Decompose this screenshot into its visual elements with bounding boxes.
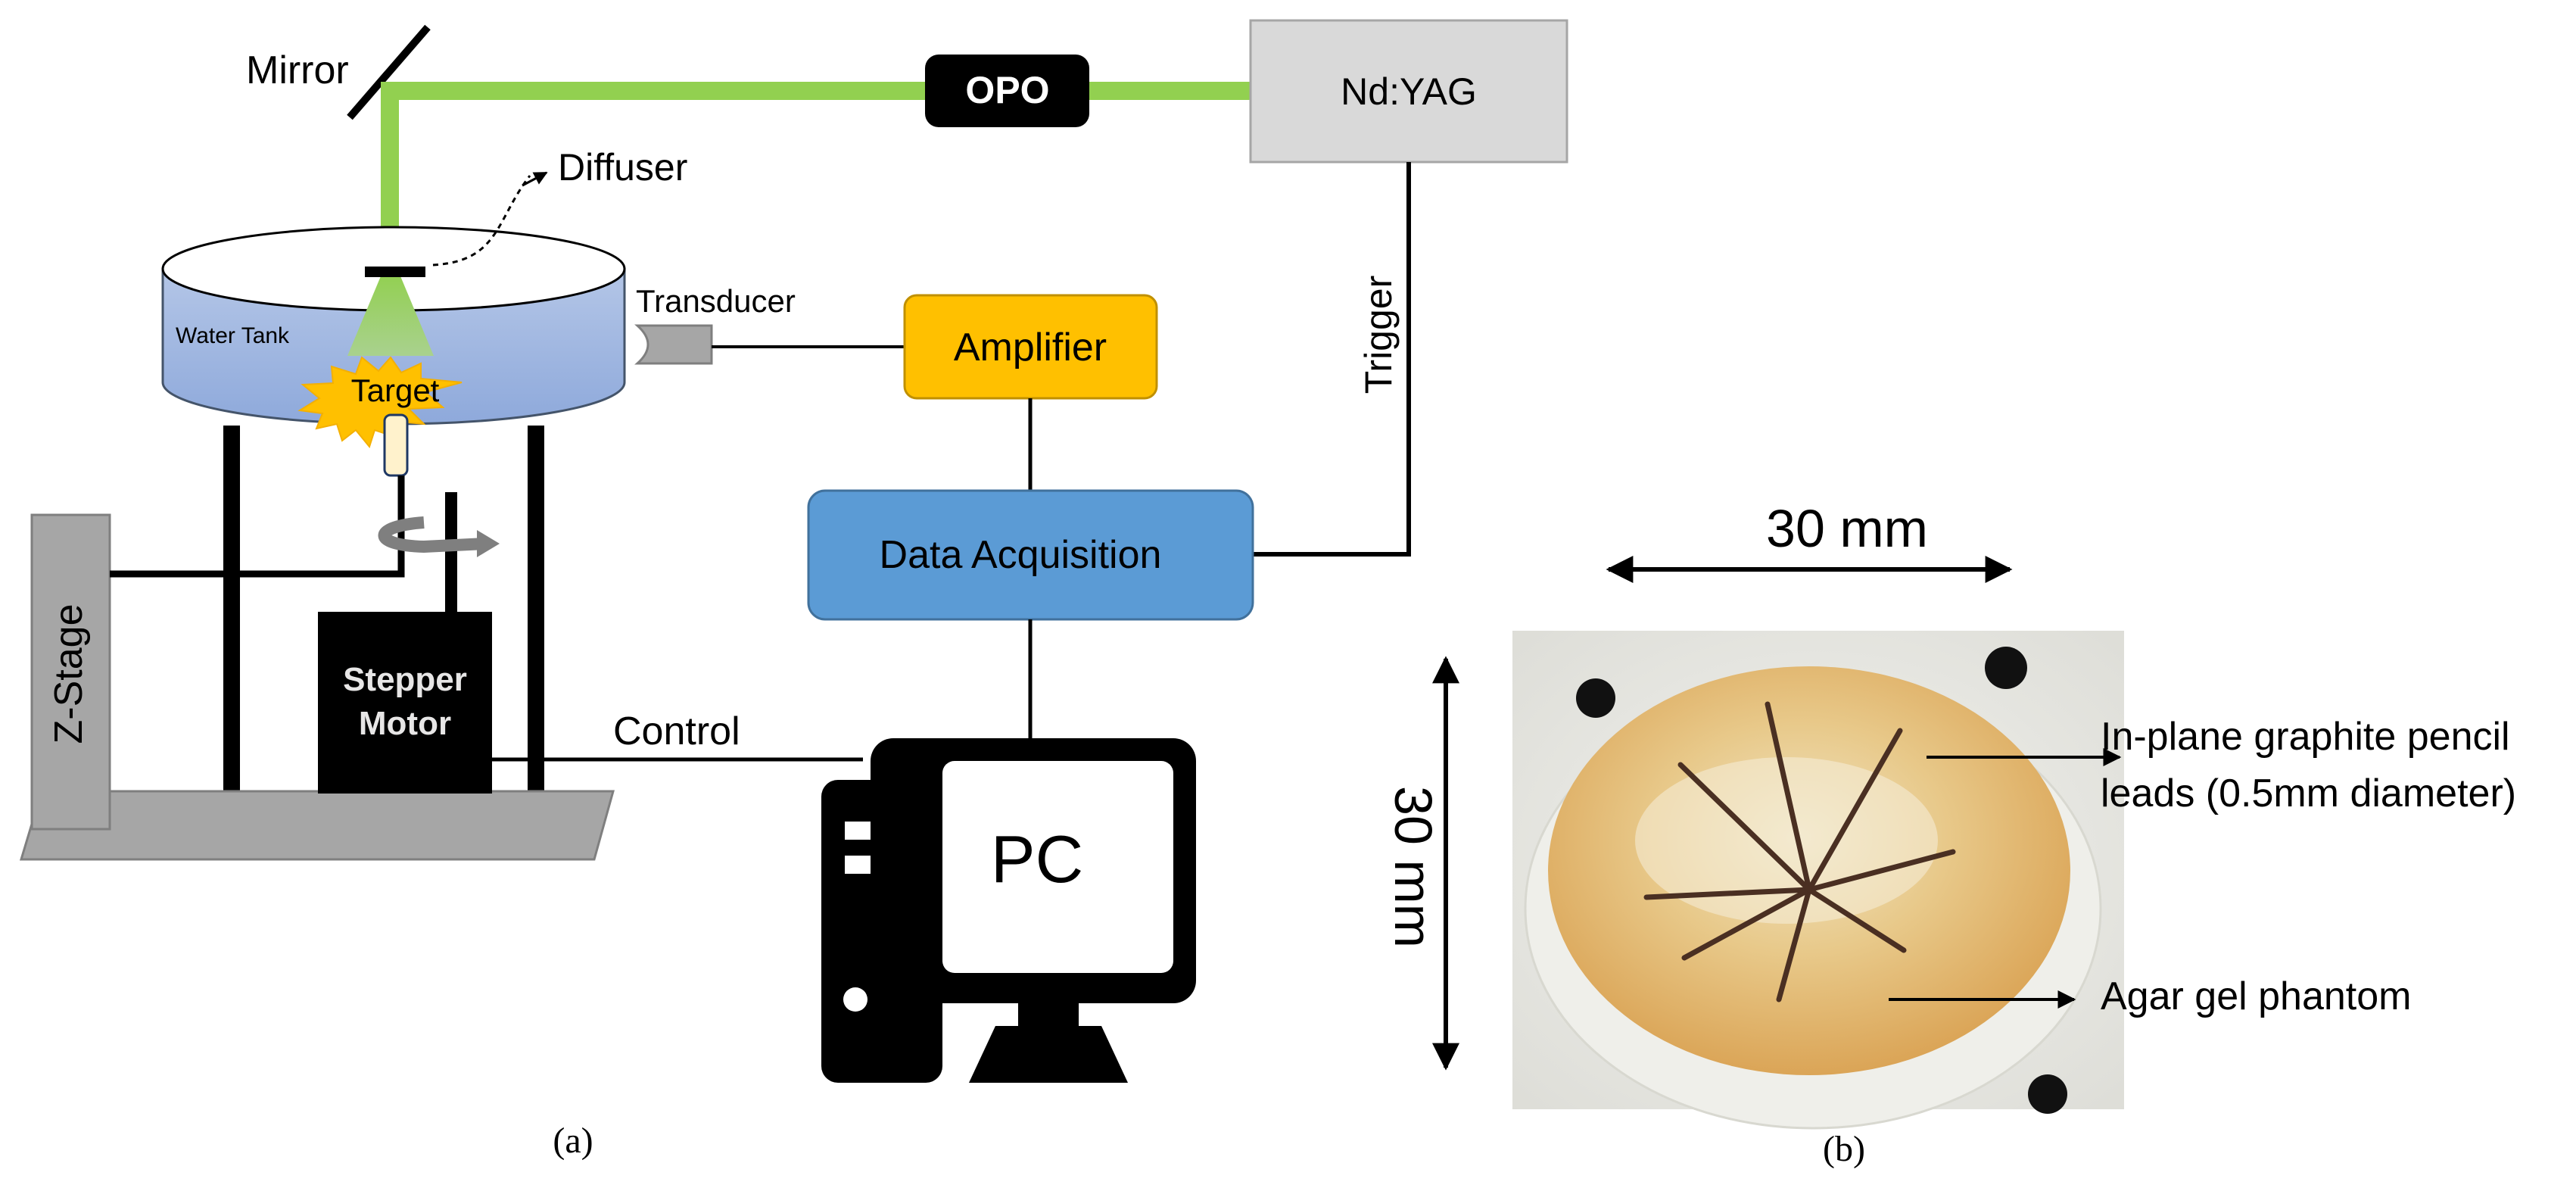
stepper-motor-label-line2: Motor [359, 705, 451, 742]
z-stage-arm [110, 476, 405, 578]
z-stage [30, 513, 111, 831]
z-stage-label: Z-Stage [47, 604, 91, 744]
graphite-lead-6 [1681, 887, 1812, 961]
mirror-element [347, 24, 431, 120]
motor-shaft [445, 492, 457, 612]
width-dimension-label: 30 mm [1766, 499, 1928, 558]
diffuser-pointer [432, 175, 531, 267]
control-label: Control [613, 709, 740, 753]
phantom-annotation-label: Agar gel phantom [2101, 974, 2412, 1018]
pc-label: PC [991, 822, 1083, 896]
marker-dot-1 [1576, 678, 1615, 718]
transducer-label: Transducer [636, 283, 796, 319]
opo-box [925, 55, 1089, 127]
trigger-label: Trigger [1357, 276, 1400, 394]
water-tank-label: Water Tank [176, 323, 290, 348]
ndyag-box [1249, 19, 1568, 164]
diffuser-label: Diffuser [558, 146, 687, 189]
marker-dot-2 [1985, 647, 2027, 689]
target-star [297, 356, 463, 449]
pc-icon: PC [821, 738, 1196, 1083]
mirror-label: Mirror [246, 48, 349, 92]
graphite-lead-2 [1806, 728, 1903, 893]
data-acquisition-label: Data Acquisition [880, 533, 1162, 577]
graphite-lead-8 [1677, 762, 1812, 893]
pc-power-button [843, 987, 867, 1012]
graphite-lead-3 [1806, 849, 1956, 893]
diffuser-pointer-tip [522, 171, 548, 187]
stepper-motor-box [318, 612, 492, 794]
graphite-lead-1 [1765, 701, 1812, 893]
leads-annotation-line2: leads (0.5mm diameter) [2101, 772, 2516, 815]
height-dimension-label: 30 mm [1384, 786, 1443, 948]
rotation-arrow-head [477, 530, 500, 557]
transducer-icon [634, 324, 713, 365]
phantom-photo [1512, 631, 2124, 1130]
graphite-lead-7 [1643, 887, 1812, 900]
pc-monitor-stand [969, 1026, 1128, 1083]
rotation-arrow-icon [378, 516, 485, 553]
leads-annotation-line1: In-plane graphite pencil [2101, 715, 2510, 759]
panel-b-caption: (b) [1823, 1129, 1865, 1169]
sample-holder [383, 413, 409, 477]
tank-leg-right [528, 426, 544, 840]
amplifier-label: Amplifier [954, 326, 1107, 369]
target-label: Target [351, 373, 440, 408]
ndyag-label: Nd:YAG [1341, 70, 1477, 113]
pc-monitor-screen [942, 761, 1173, 973]
graphite-leads [1643, 701, 1956, 1002]
tank-leg-left [223, 426, 240, 840]
graphite-lead-5 [1776, 887, 1812, 1002]
marker-dot-3 [2028, 1074, 2067, 1114]
panel-a-caption: (a) [553, 1121, 593, 1161]
pc-monitor-neck [1018, 1003, 1079, 1026]
graphite-lead-4 [1806, 887, 1907, 953]
opo-label: OPO [965, 69, 1049, 111]
diverging-beam [347, 273, 434, 356]
stepper-motor-label-line1: Stepper [343, 661, 467, 698]
trigger-line [1253, 162, 1411, 557]
diffuser-element [365, 267, 425, 277]
